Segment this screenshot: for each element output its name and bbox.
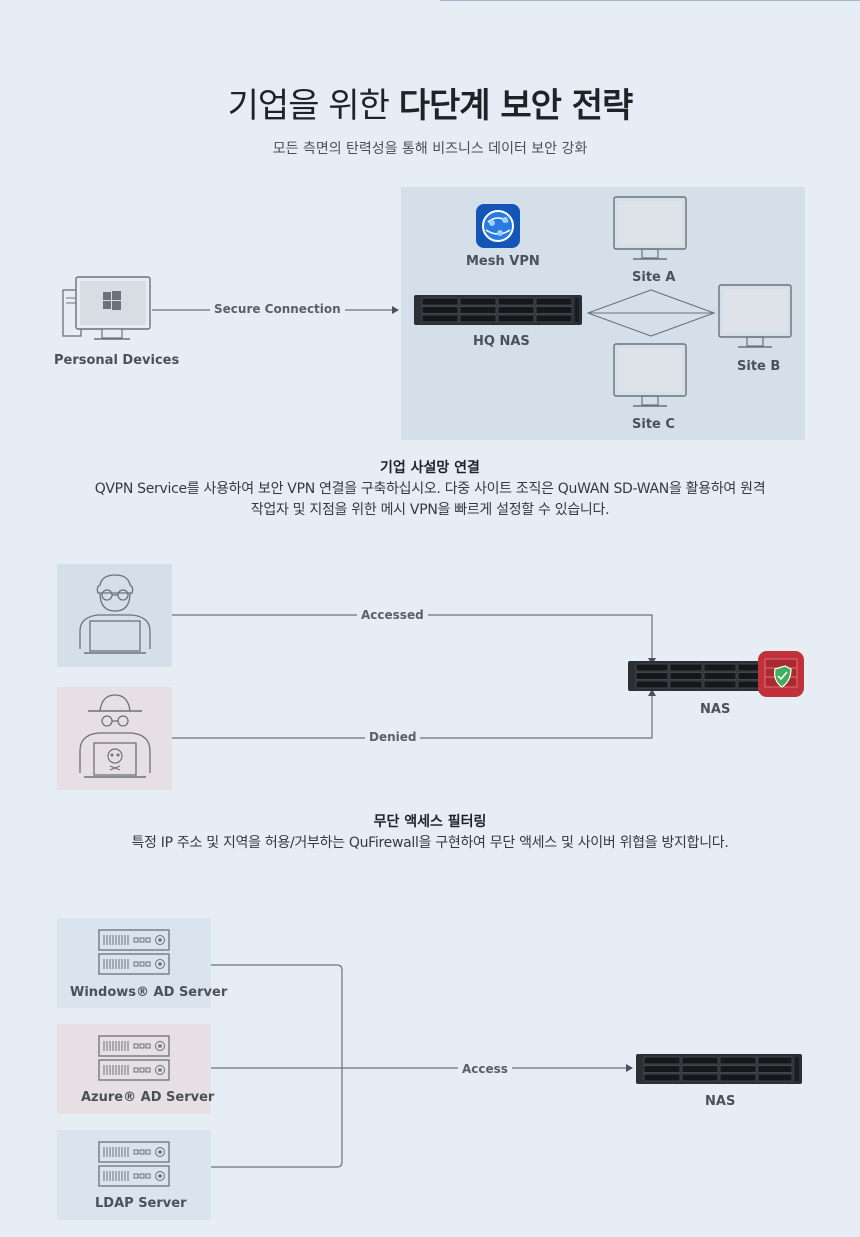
- section2-caption-title: 무단 액세스 필터링: [373, 814, 487, 830]
- azure-ad-label: Azure® AD Server: [81, 1090, 215, 1105]
- skull-icon: [107, 748, 123, 771]
- accessed-label: Accessed: [357, 608, 428, 622]
- section2-caption-body: 특정 IP 주소 및 지역을 허용/거부하는 QuFirewall을 구현하여 …: [131, 835, 729, 851]
- hq-nas-device: [414, 295, 582, 325]
- secure-connection-label: Secure Connection: [210, 302, 345, 316]
- denied-arrow: [172, 689, 656, 739]
- title-light: 기업을 위한: [227, 86, 390, 126]
- page-title: 기업을 위한 다단계 보안 전략: [0, 78, 860, 127]
- site-b-monitor-icon: [718, 284, 792, 348]
- denied-label: Denied: [365, 730, 421, 744]
- hacker-icon: [79, 694, 151, 778]
- section1-caption-title: 기업 사설망 연결: [380, 460, 480, 476]
- mesh-vpn-app-icon: [476, 204, 520, 248]
- nas-device: [628, 661, 776, 691]
- section1-caption-body: QVPN Service를 사용하여 보안 VPN 연결을 구축하십시오. 다중…: [40, 479, 820, 521]
- section1-caption-line2: 작업자 및 지점을 위한 메시 VPN을 빠르게 설정할 수 있습니다.: [250, 502, 610, 518]
- mesh-network-lines: [586, 289, 716, 337]
- site-a-label: Site A: [632, 270, 676, 285]
- title-bold: 다단계 보안 전략: [398, 86, 634, 126]
- windows-ad-server-icon: [98, 929, 170, 975]
- section1-caption-line1: QVPN Service를 사용하여 보안 VPN 연결을 구축하십시오. 다중…: [94, 481, 766, 497]
- personal-devices-label: Personal Devices: [54, 353, 180, 368]
- section2-nas-label: NAS: [700, 702, 731, 717]
- section3-nas-device: [636, 1054, 802, 1084]
- qufirewall-app-icon: [758, 651, 804, 697]
- page-subtitle: 모든 측면의 탄력성을 통해 비즈니스 데이터 보안 강화: [272, 141, 588, 157]
- personal-device-icon: [62, 276, 151, 340]
- authorized-user-icon: [79, 574, 151, 654]
- windows-ad-label: Windows® AD Server: [70, 985, 228, 1000]
- hq-nas-label: HQ NAS: [473, 334, 530, 349]
- section3-nas-label: NAS: [705, 1094, 736, 1109]
- site-c-label: Site C: [632, 417, 675, 432]
- azure-ad-server-icon: [98, 1035, 170, 1081]
- ldap-server-icon: [98, 1141, 170, 1187]
- site-a-monitor-icon: [613, 196, 687, 260]
- directory-servers-bracket: [211, 964, 633, 1168]
- ldap-label: LDAP Server: [95, 1196, 187, 1211]
- site-c-monitor-icon: [613, 343, 687, 407]
- site-b-label: Site B: [737, 359, 781, 374]
- windows-logo-icon: [103, 291, 121, 310]
- top-accent-line: [440, 0, 860, 1]
- access-label: Access: [458, 1062, 512, 1076]
- mesh-vpn-label: Mesh VPN: [466, 254, 540, 269]
